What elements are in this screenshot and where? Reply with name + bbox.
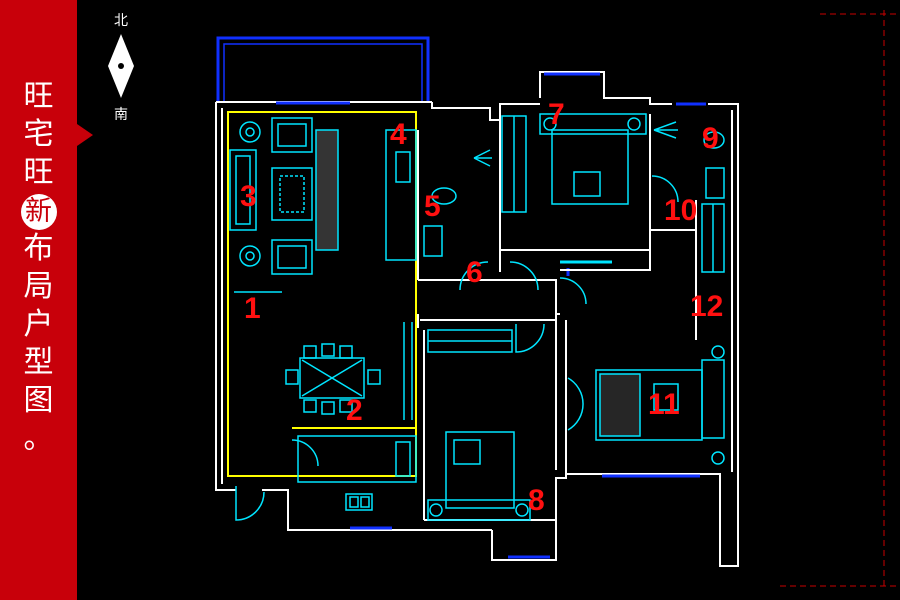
title-char: 局 <box>23 269 54 304</box>
room-number-7: 7 <box>548 98 565 131</box>
room-labels: 1 2 3 4 5 6 7 8 9 10 11 12 <box>240 98 723 517</box>
room-number-6: 6 <box>466 256 483 289</box>
balcony-north <box>216 36 430 102</box>
title-char: 宅 <box>23 117 54 152</box>
compass-south-label: 南 <box>114 107 128 123</box>
sidebar-pointer <box>77 124 93 146</box>
room-number-12: 12 <box>690 290 723 323</box>
compass: 北 南 <box>108 13 134 123</box>
title-char: 型 <box>23 345 54 380</box>
coffee-table-icon <box>271 167 313 221</box>
entrance-door-icon <box>235 486 265 521</box>
double-bed-icon <box>551 129 629 205</box>
room-number-2: 2 <box>346 394 363 427</box>
title-char: 布 <box>23 231 54 266</box>
room-number-8: 8 <box>528 484 545 517</box>
title-char: 旺 <box>23 79 54 114</box>
double-bed-icon <box>445 431 515 509</box>
windows <box>276 72 706 559</box>
armchair-icon <box>271 117 313 153</box>
frame-border <box>780 10 900 590</box>
room-number-5: 5 <box>424 190 441 223</box>
sidebar-title: 旺 宅 旺 新 布 局 户 型 图 。 <box>0 78 77 458</box>
sink-icon <box>345 493 373 511</box>
tv-cabinet-icon <box>385 129 417 261</box>
fixtures <box>229 113 725 521</box>
exterior-walls <box>215 71 739 567</box>
dining-table-icon <box>299 357 365 399</box>
sidebar: 旺 宅 旺 新 布 局 户 型 图 。 <box>0 0 77 600</box>
title-char: 图 <box>23 383 54 418</box>
title-char: 。 <box>23 421 54 456</box>
room-number-11: 11 <box>648 388 680 421</box>
room-number-1: 1 <box>244 292 261 325</box>
title-char: 户 <box>23 307 54 342</box>
sofa-icon <box>229 149 257 231</box>
interior-walls <box>417 114 697 521</box>
lamp-icon <box>239 121 261 143</box>
room-number-4: 4 <box>390 118 407 151</box>
title-char: 旺 <box>23 155 54 190</box>
toilet-icon <box>423 225 443 257</box>
room-number-10: 10 <box>664 194 697 227</box>
room-number-9: 9 <box>702 122 719 155</box>
shower-icon <box>473 149 492 167</box>
room-number-3: 3 <box>240 180 257 213</box>
kitchen-counter-icon <box>297 435 417 483</box>
title-char-highlight: 新 <box>20 194 57 230</box>
compass-north-label: 北 <box>114 13 128 29</box>
